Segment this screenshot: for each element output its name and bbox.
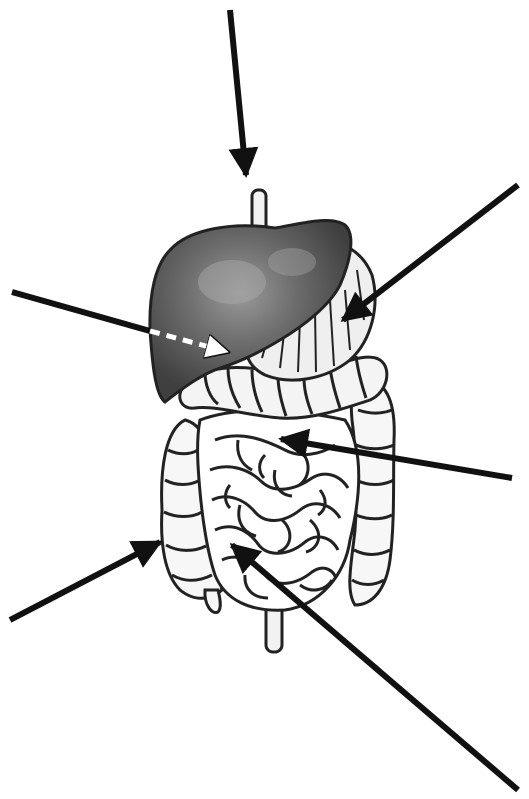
arrow-large-intestine bbox=[10, 542, 160, 620]
arrow-liver bbox=[12, 292, 150, 331]
small-intestine bbox=[198, 411, 359, 611]
arrow-esophagus bbox=[230, 10, 246, 175]
arrow-stomach bbox=[343, 185, 518, 320]
